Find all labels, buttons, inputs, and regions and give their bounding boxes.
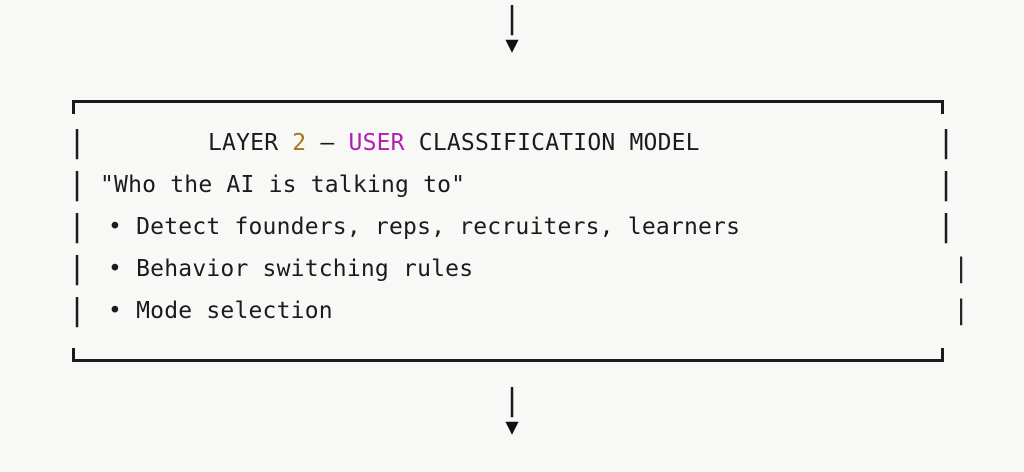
connector-top: | ▼ — [0, 4, 1024, 58]
box-border-right-pipe: | — [953, 295, 970, 326]
bullet-text — [122, 256, 136, 282]
connector-top-pipe-icon: | — [502, 1, 522, 36]
box-border-left-pipe: | — [68, 251, 87, 286]
box-corner-bottom-right-icon — [941, 348, 944, 362]
title-dash: — — [306, 130, 349, 156]
box-border-right-pipe: | — [937, 125, 956, 160]
bullet-label: Detect founders, reps, recruiters, learn… — [136, 214, 741, 240]
layer-2-subtitle: "Who the AI is talking to" — [100, 172, 466, 198]
list-item: • Detect founders, reps, recruiters, lea… — [90, 206, 936, 248]
box-border-left-rail: | | | | | — [68, 122, 86, 332]
bullet-marker-icon: • — [108, 256, 123, 282]
bullet-text — [122, 298, 136, 324]
box-border-left-pipe: | — [68, 293, 87, 328]
box-corner-top-right-icon — [941, 100, 944, 114]
connector-bottom-pipe-icon: | — [502, 383, 522, 418]
bullet-marker-icon: • — [108, 214, 123, 240]
box-corner-bottom-left-icon — [72, 348, 75, 362]
box-border-left-pipe: | — [68, 167, 87, 202]
connector-bottom: | ▼ — [0, 386, 1024, 440]
box-border-bottom — [72, 359, 944, 362]
title-suffix: CLASSIFICATION MODEL — [404, 130, 700, 156]
box-border-right-pipe: | — [937, 167, 956, 202]
bullet-text — [122, 214, 136, 240]
box-corner-top-left-icon — [72, 100, 75, 114]
title-audience: USER — [348, 130, 405, 156]
bullet-marker-icon: • — [108, 298, 123, 324]
list-item: • Mode selection — [90, 290, 936, 332]
layer-2-box: | | | | | | | | | | LAYER 2 — USER CLASS… — [68, 100, 969, 362]
box-border-left-pipe: | — [68, 125, 87, 160]
list-item: • Behavior switching rules — [90, 248, 936, 290]
box-border-left-pipe: | — [68, 209, 87, 244]
box-border-top — [72, 100, 944, 103]
title-prefix: LAYER — [208, 130, 293, 156]
title-number: 2 — [292, 130, 307, 156]
layer-2-content: LAYER 2 — USER CLASSIFICATION MODEL "Who… — [90, 122, 936, 332]
connector-top-arrow-icon: ▼ — [505, 33, 519, 58]
connector-bottom-arrow-icon: ▼ — [505, 415, 519, 440]
bullet-label: Behavior switching rules — [136, 256, 474, 282]
box-border-right-pipe: | — [953, 253, 970, 284]
layer-2-title: LAYER 2 — USER CLASSIFICATION MODEL — [90, 122, 936, 164]
bullet-label: Mode selection — [136, 298, 333, 324]
box-border-right-pipe: | — [937, 209, 956, 244]
